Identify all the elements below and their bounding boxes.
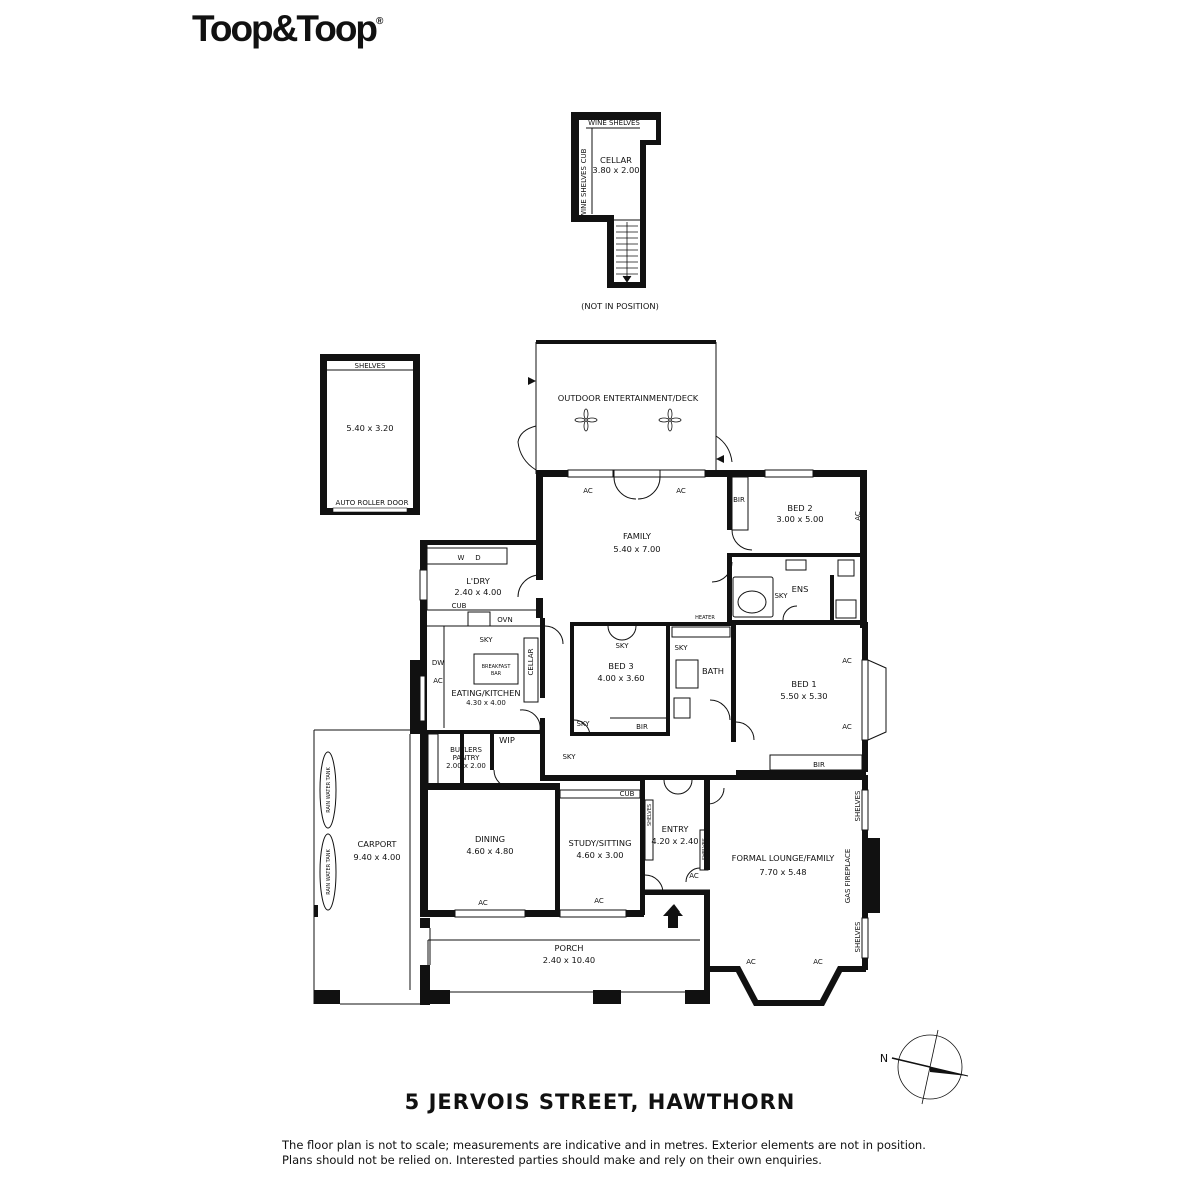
ac-label: AC — [854, 511, 862, 521]
room-bed1-name: BED 1 — [791, 679, 816, 689]
shed-plan: SHELVES 5.40 x 3.20 AUTO ROLLER DOOR — [320, 354, 420, 515]
room-lounge-name: FORMAL LOUNGE/FAMILY — [732, 853, 836, 863]
property-address: 5 JERVOIS STREET, HAWTHORN — [404, 1090, 796, 1114]
room-bed3-dims: 4.00 x 3.60 — [597, 673, 644, 683]
sky-label: SKY — [479, 636, 493, 644]
room-laundry-name: L'DRY — [466, 576, 491, 586]
disclaimer-line-1: The floor plan is not to scale; measurem… — [282, 1138, 926, 1152]
house-walls — [314, 470, 880, 1006]
cellar-cub: CUB — [580, 148, 588, 163]
room-lounge-dims: 7.70 x 5.48 — [759, 867, 806, 877]
cub-label: CUB — [620, 790, 635, 798]
room-porch-name: PORCH — [555, 943, 584, 953]
disclaimer-line-2: Plans should not be relied on. Intereste… — [282, 1153, 822, 1167]
compass-icon: N — [880, 1029, 969, 1105]
breakfast-bar-label-2: BAR — [491, 671, 502, 677]
thin-lines — [313, 469, 887, 1005]
shed-door: AUTO ROLLER DOOR — [336, 499, 409, 507]
shed-shelves: SHELVES — [355, 362, 386, 370]
brand-logo-text: Toop&Toop — [192, 8, 378, 49]
sky-label: SKY — [576, 720, 590, 728]
room-kitchen-name: EATING/KITCHEN — [451, 688, 520, 698]
ac-label: AC — [676, 487, 686, 495]
washer-label: W — [458, 554, 465, 562]
room-family-name: FAMILY — [623, 531, 652, 541]
room-bed3-name: BED 3 — [608, 661, 633, 671]
ac-label: AC — [689, 872, 699, 880]
rain-water-tank-lower: RAIN WATER TANK — [319, 833, 337, 911]
ac-label: AC — [842, 723, 852, 731]
room-laundry-dims: 2.40 x 4.00 — [454, 587, 501, 597]
shelves-label: SHELVES — [854, 790, 862, 821]
ac-label: AC — [842, 657, 852, 665]
ac-label: AC — [746, 958, 756, 966]
room-family-dims: 5.40 x 7.00 — [613, 544, 660, 554]
rain-water-tank-label: RAIN WATER TANK — [326, 766, 332, 812]
gas-fireplace-label: GAS FIREPLACE — [844, 849, 852, 904]
registered-mark: ® — [376, 16, 384, 27]
room-carport-dims: 9.40 x 4.00 — [353, 852, 400, 862]
room-bed1-dims: 5.50 x 5.30 — [780, 691, 827, 701]
room-bed2-name: BED 2 — [787, 503, 812, 513]
brand-logo: Toop&Toop® — [192, 8, 383, 50]
heater-label: HEATER — [695, 615, 715, 621]
fixture-labels: AC AC AC BIR DW AC W D CUB OVN SKY BREAK… — [432, 487, 862, 966]
room-outdoor-name: OUTDOOR ENTERTAINMENT/DECK — [558, 393, 699, 403]
disclaimer: The floor plan is not to scale; measurem… — [282, 1138, 926, 1168]
breakfast-bar-label-1: BREAKFAST — [482, 664, 512, 670]
room-butlers-name-2: PANTRY — [453, 754, 480, 762]
cellar-dims: 3.80 x 2.00 — [592, 165, 639, 175]
cub-label: CUB — [452, 602, 467, 610]
room-entry-name: ENTRY — [662, 824, 690, 834]
room-wip-name: WIP — [499, 735, 515, 745]
bir-label: BIR — [733, 496, 745, 504]
sky-label: SKY — [615, 642, 629, 650]
ac-label: AC — [583, 487, 593, 495]
room-bath-name: BATH — [702, 666, 724, 676]
dw-label: DW — [432, 659, 444, 667]
room-kitchen-dims: 4.30 x 4.00 — [466, 699, 506, 707]
dryer-label: D — [475, 554, 480, 562]
ac-label: AC — [813, 958, 823, 966]
sky-label: SKY — [674, 644, 688, 652]
shelves-label: SHELVES — [702, 838, 708, 860]
room-study-dims: 4.60 x 3.00 — [576, 850, 623, 860]
rain-water-tank-label: RAIN WATER TANK — [326, 848, 332, 894]
room-dining-dims: 4.60 x 4.80 — [466, 846, 513, 856]
bir-label: BIR — [813, 761, 825, 769]
shelves-label: SHELVES — [647, 804, 653, 826]
room-bed2-dims: 3.00 x 5.00 — [776, 514, 823, 524]
ceiling-fan-icon — [658, 408, 682, 432]
cellar-not-in-position: (NOT IN POSITION) — [581, 301, 659, 311]
room-study-name: STUDY/SITTING — [569, 838, 632, 848]
cellar-plan: WINE SHELVES WINE SHELVES CUB CELLAR 3.8… — [571, 112, 661, 311]
cellar-wine-shelves-top: WINE SHELVES — [588, 119, 640, 127]
sky-label: SKY — [774, 592, 788, 600]
shelves-label: SHELVES — [854, 921, 862, 952]
cellar-wine-shelves-side: WINE SHELVES — [580, 166, 588, 218]
ac-label: AC — [594, 897, 604, 905]
rain-water-tank-upper: RAIN WATER TANK — [319, 751, 337, 829]
shed-dims: 5.40 x 3.20 — [346, 423, 393, 433]
room-entry-dims: 4.20 x 2.40 — [651, 836, 698, 846]
ac-label: AC — [478, 899, 488, 907]
room-butlers-dims: 2.00 x 2.00 — [446, 762, 486, 770]
ac-label: AC — [433, 677, 443, 685]
room-ens-name: ENS — [792, 584, 809, 594]
ceiling-fan-icon — [574, 408, 598, 432]
room-butlers-name-1: BUTLERS — [450, 746, 482, 754]
cellar-stairs — [616, 222, 638, 283]
sky-label: SKY — [562, 753, 576, 761]
room-dining-name: DINING — [475, 834, 505, 844]
oven-label: OVN — [497, 616, 512, 624]
compass-north-label: N — [880, 1052, 888, 1065]
room-porch-dims: 2.40 x 10.40 — [543, 955, 595, 965]
cellar-label: CELLAR — [527, 648, 535, 675]
room-carport-name: CARPORT — [358, 839, 398, 849]
outdoor-deck: OUTDOOR ENTERTAINMENT/DECK — [517, 340, 733, 474]
cellar-title: CELLAR — [600, 155, 632, 165]
bir-label: BIR — [636, 723, 648, 731]
